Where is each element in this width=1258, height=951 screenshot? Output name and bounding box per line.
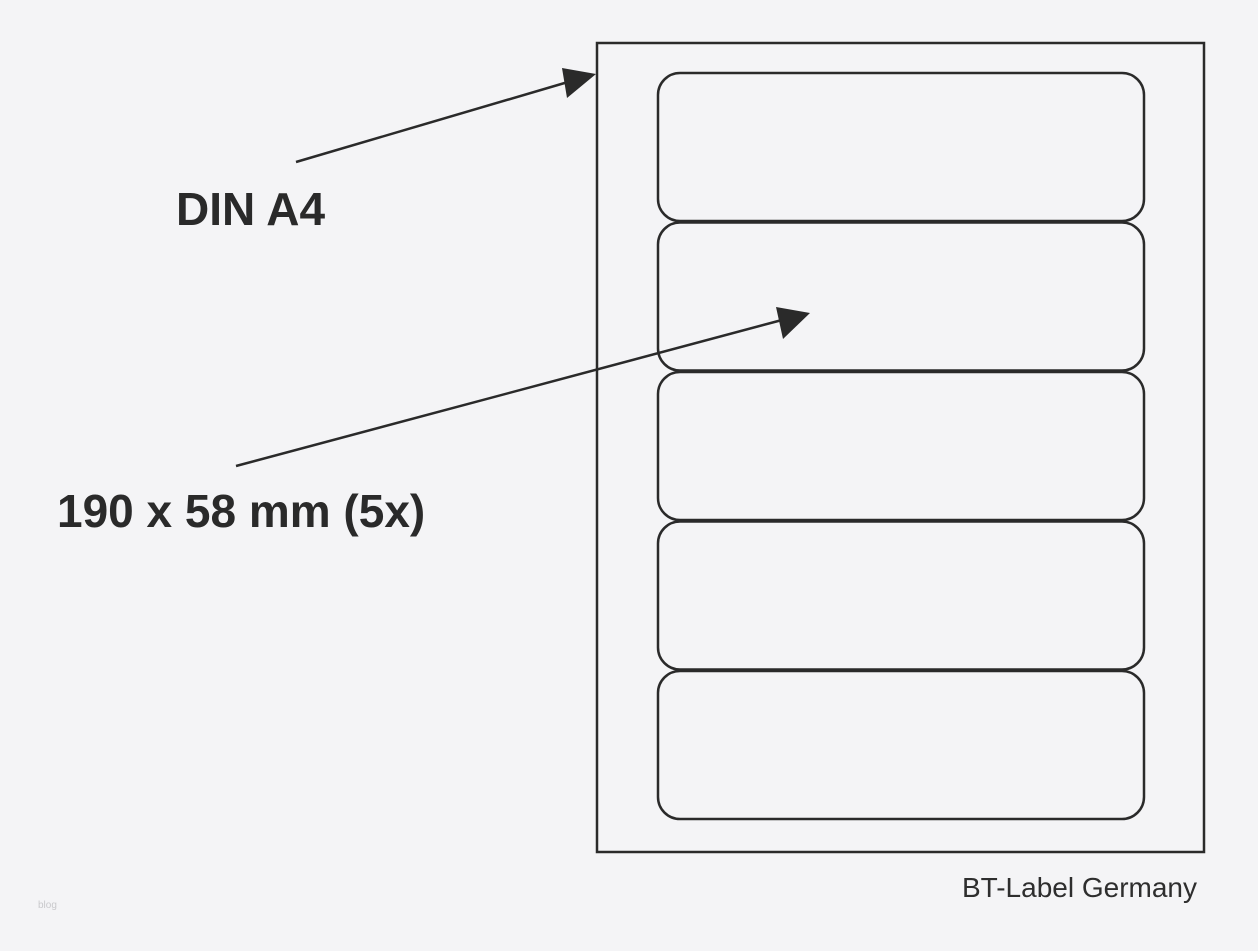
labels-group [656, 71, 1146, 821]
sheet-size-caption: DIN A4 [176, 183, 326, 235]
label-size-caption: 190 x 58 mm (5x) [57, 485, 426, 537]
brand-caption: BT-Label Germany [962, 872, 1197, 903]
label-rectangle-3 [656, 370, 1146, 522]
arrow-to-sheet [295, 68, 596, 164]
label-rectangle-2 [656, 221, 1146, 372]
watermark-text: blog [38, 900, 57, 911]
label-rectangle-5 [656, 669, 1146, 821]
label-rectangle-1 [656, 71, 1146, 223]
label-rectangle-4 [656, 520, 1146, 671]
a4-sheet-outline [595, 41, 1206, 854]
arrow-to-label [235, 307, 810, 468]
